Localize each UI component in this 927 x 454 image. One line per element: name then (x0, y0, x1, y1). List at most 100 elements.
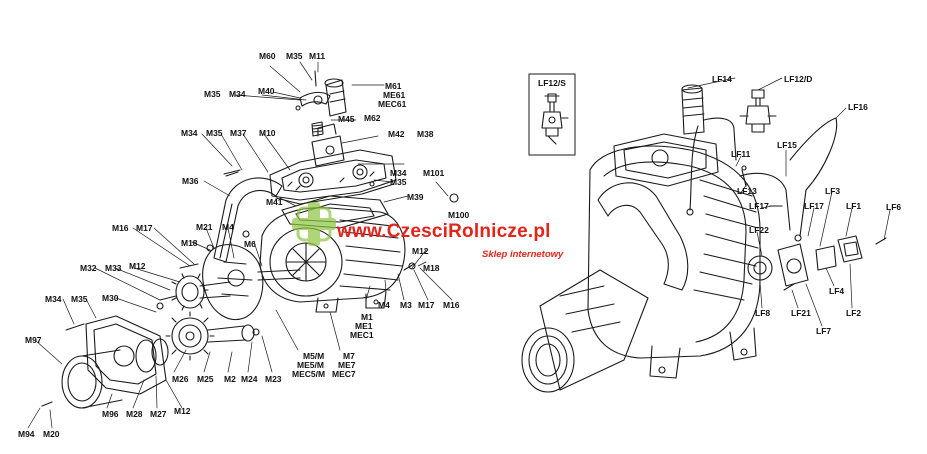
part-label: M21 (196, 222, 213, 232)
part-label: M11 (309, 51, 326, 61)
part-label: LF2 (846, 308, 862, 318)
watermark-site: www.CzesciRolnicze.pl (337, 221, 551, 242)
part-label: M7 (343, 351, 355, 361)
bolt-m17 (179, 263, 199, 269)
leader-lines-right (687, 77, 891, 327)
part-label: LF17 (749, 201, 769, 211)
rotor-shaft (257, 269, 301, 281)
part-label: M5/M (303, 351, 325, 361)
part-label: M34 (45, 294, 62, 304)
part-label: LF7 (816, 326, 832, 336)
part-label: M100 (448, 210, 470, 220)
part-label: M35 (286, 51, 303, 61)
part-label: M41 (266, 197, 283, 207)
valve-lf12d (751, 89, 765, 99)
part-label: M12 (129, 261, 146, 271)
small-parts-right (741, 165, 887, 291)
pump-cover (269, 149, 397, 205)
part-label: LF13 (737, 186, 757, 196)
assembled-pump-right (521, 84, 887, 393)
part-label: M23 (265, 374, 282, 384)
bolt-m35 (65, 323, 85, 331)
part-label: MEC61 (378, 99, 407, 109)
part-label: ME7 (338, 360, 356, 370)
part-label: M34 (390, 168, 407, 178)
watermark-tagline: Sklep internetowy (482, 249, 564, 260)
gear-assembly-upper (171, 273, 231, 311)
casing-right (587, 145, 761, 359)
part-label: LF14 (712, 74, 732, 84)
part-label: M35 (206, 128, 223, 138)
part-label: M33 (105, 263, 122, 273)
inlet-cone (521, 269, 649, 393)
part-label: M45 (338, 114, 355, 124)
drive-housing (61, 315, 169, 409)
part-label: M34 (229, 89, 246, 99)
tube-lf11 (703, 117, 737, 161)
top-valve-assembly (295, 70, 347, 167)
part-label: LF8 (755, 308, 771, 318)
part-label: LF11 (731, 149, 751, 159)
watermark-logo-icon (292, 202, 336, 246)
part-label: M42 (388, 129, 405, 139)
part-label: M96 (102, 409, 119, 419)
gear-assembly-lower (165, 311, 255, 361)
part-label: M36 (182, 176, 199, 186)
pipe-lf14 (681, 87, 705, 135)
part-label: ME61 (383, 90, 406, 100)
part-label: M2 (224, 374, 236, 384)
part-label: M40 (258, 86, 275, 96)
part-label: M17 (418, 300, 435, 310)
part-label: M35 (204, 89, 221, 99)
part-label: LF17 (804, 201, 824, 211)
part-label: M16 (443, 300, 460, 310)
gasket-m41 (281, 195, 389, 229)
part-label: M60 (259, 51, 276, 61)
part-label: M4 (378, 300, 390, 310)
part-label: M24 (241, 374, 258, 384)
part-label: MEC5/M (292, 369, 326, 379)
part-label: M32 (80, 263, 97, 273)
part-label: M38 (417, 129, 434, 139)
part-label: M26 (172, 374, 189, 384)
part-label: M12 (174, 406, 191, 416)
part-label: LF4 (829, 286, 845, 296)
part-label: M34 (181, 128, 198, 138)
part-label: M62 (364, 113, 381, 123)
part-label: M16 (112, 223, 129, 233)
part-label: M35 (71, 294, 88, 304)
part-label: M94 (18, 429, 35, 439)
part-label: M35 (390, 177, 407, 187)
part-label: LF1 (846, 201, 862, 211)
part-label: MEC7 (332, 369, 356, 379)
leader-lines-left (27, 61, 453, 429)
part-label: LF12/D (784, 74, 813, 84)
part-label: M97 (25, 335, 42, 345)
flange-m4 (202, 244, 264, 320)
part-label: LF3 (825, 186, 841, 196)
part-label: M4 (222, 222, 234, 232)
part-label: M18 (181, 238, 198, 248)
hose-m36 (213, 177, 283, 263)
part-label: M12 (412, 246, 429, 256)
part-label: M37 (230, 128, 247, 138)
part-label: M25 (197, 374, 214, 384)
inset-lf12s (528, 73, 576, 156)
bolt-m34 (223, 169, 241, 177)
part-label: LF16 (848, 102, 868, 112)
part-label: M101 (423, 168, 445, 178)
tube-lf16 (789, 117, 838, 237)
part-label: LF15 (777, 140, 797, 150)
part-label: M3 (400, 300, 412, 310)
bolt-m33 (159, 295, 177, 301)
part-label: MEC1 (350, 330, 374, 340)
part-label: M18 (423, 263, 440, 273)
part-label: ME5/M (297, 360, 324, 370)
part-label: ME1 (355, 321, 373, 331)
part-label: M10 (259, 128, 276, 138)
part-label: LF22 (749, 225, 769, 235)
part-label: M17 (136, 223, 153, 233)
part-label: M1 (361, 312, 373, 322)
